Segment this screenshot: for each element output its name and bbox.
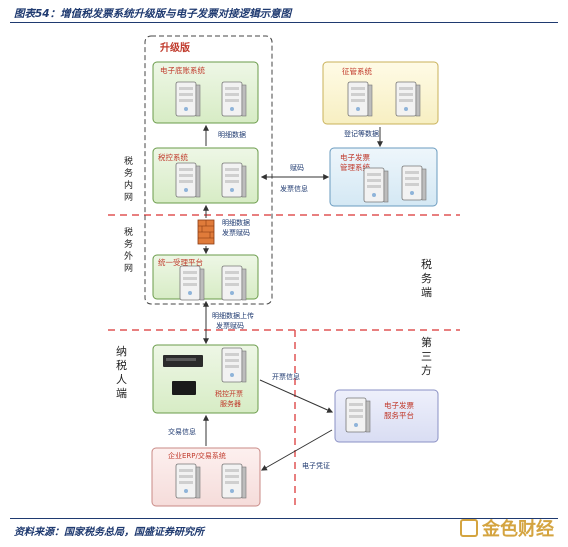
zone-taxpayer: 纳税人端 [116,345,127,400]
tax-control-system-box: 税控系统 [152,147,259,204]
e-invoice-mgmt-line1: 电子发票 [340,152,370,162]
zone-tax-side: 税务端 [421,257,432,299]
top-rule [10,22,558,23]
edge-label-assign-code: 赋码 [290,164,304,172]
taxpayer-server-line1: 税控开票 [215,389,243,398]
zone-tax-internal: 税务内网 [124,155,133,203]
tax-control-label: 税控系统 [158,152,188,162]
edge-label-register-data: 登记等数据 [344,129,379,138]
server-icon [363,167,389,203]
figure-caption: 图表54：增值税发票系统升级版与电子发票对接逻辑示意图 [14,8,292,20]
e-invoice-management-box: 电子发票 管理系统 [329,147,438,207]
source-note: 资料来源：国家税务总局，国盛证券研究所 [14,527,204,538]
upgrade-version-frame [144,35,273,305]
server-icon [221,265,247,301]
tax-control-device-icon [163,355,203,395]
server-icon [395,81,421,117]
zone-tax-external: 税务外网 [124,226,133,274]
zone-third-party: 第三方 [421,335,432,377]
invoice-base-system-box: 电子底账系统 [152,61,259,124]
watermark: 金色财经 [460,515,554,541]
invoice-base-label: 电子底账系统 [160,65,205,75]
server-icon [345,397,371,433]
arrow-taxpayer-to-service [259,379,334,413]
firewall-icon [197,219,215,245]
server-icon [175,162,201,198]
enterprise-erp-box: 企业ERP/交易系统 [151,447,261,507]
edge-label-detail-data: 明细数据 [218,130,246,139]
server-icon [221,463,247,499]
arrow-service-to-erp [260,429,333,471]
server-icon [175,81,201,117]
server-icon [175,463,201,499]
watermark-text: 金色财经 [482,519,554,540]
upgrade-label: 升级版 [160,41,190,54]
server-icon [221,347,247,383]
edge-label-e-voucher: 电子凭证 [302,461,330,470]
edge-label-upload-2: 发票赋码 [216,321,244,330]
edge-label-upload-1: 明细数据上传 [212,311,254,320]
e-invoice-service-platform-box: 电子发票 服务平台 [334,389,439,443]
e-invoice-mgmt-line2: 管理系统 [340,162,370,172]
server-icon [221,162,247,198]
taxpayer-server-box: 税控开票 服务器 [152,344,259,414]
e-invoice-service-line1: 电子发票 [384,400,414,410]
edge-label-billing-info: 开票信息 [272,372,300,381]
server-icon [221,81,247,117]
edge-label-detail-data-2: 明细数据 [222,218,250,227]
unified-platform-box: 统一受理平台 [152,254,259,301]
levy-system-box: 征管系统 [322,61,439,125]
levy-label: 征管系统 [342,66,372,76]
edge-label-invoice-code: 发票赋码 [222,228,250,237]
taxpayer-server-line2: 服务器 [220,399,241,408]
enterprise-label: 企业ERP/交易系统 [168,451,226,460]
watermark-logo-icon [460,519,478,537]
edge-label-invoice-info: 发票信息 [280,184,308,193]
edge-label-transaction-info: 交易信息 [168,427,196,436]
unified-platform-label: 统一受理平台 [158,257,203,267]
e-invoice-service-line2: 服务平台 [384,410,414,420]
server-icon [179,265,205,301]
server-icon [401,165,427,201]
server-icon [347,81,373,117]
bottom-rule [10,518,558,519]
